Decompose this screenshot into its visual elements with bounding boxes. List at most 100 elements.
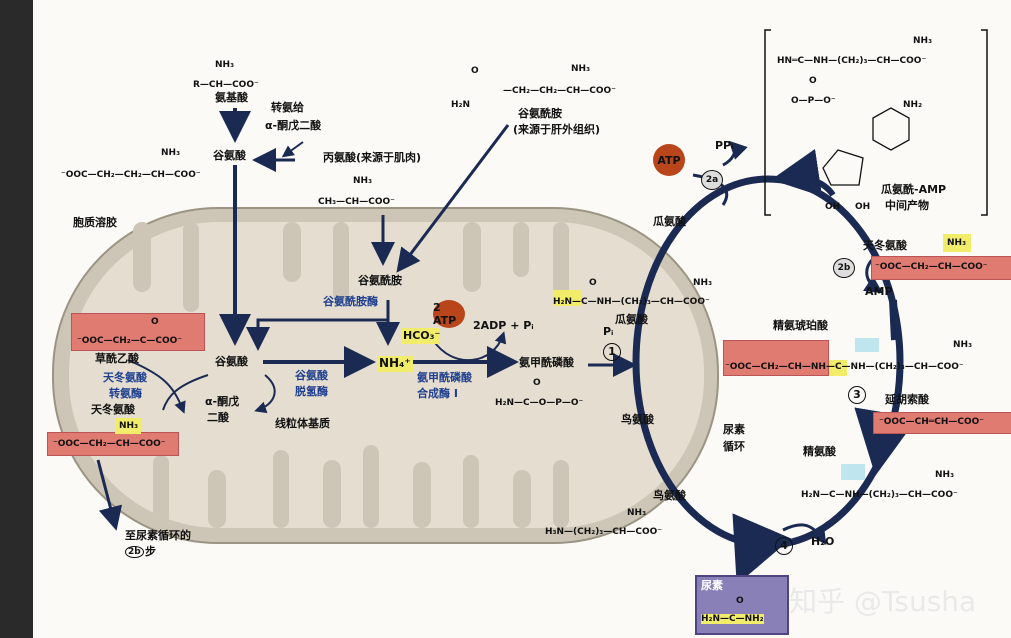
urea-cycle-label-1: 尿素 — [723, 423, 745, 436]
step-2a: 2a — [701, 170, 723, 190]
urea-formula: H₂N—C—NH₂ — [701, 614, 764, 625]
watermark: 知乎 @Tsusha — [789, 585, 977, 618]
glutamate-nh3: NH₃ — [161, 148, 181, 158]
ornithine-formula: H₃N—(CH₂)₃—CH—COO⁻ — [545, 527, 663, 537]
to-step-label-2: 步 — [145, 545, 156, 558]
cit-amp-o: O — [809, 76, 817, 86]
oxaloacetate-formula: ⁻OOC—CH₂—C—COO⁻ — [77, 336, 182, 346]
carbamoyl-highlight — [553, 290, 581, 306]
step-2b: 2b — [833, 258, 855, 278]
urea-cycle-label-2: 循环 — [723, 440, 745, 453]
citrulline-o: O — [589, 278, 597, 288]
cit-amp-formula-2: O—P—O⁻ — [791, 96, 836, 106]
argininosuccinate-label: 精氨琥珀酸 — [773, 319, 828, 332]
glutamine-o: O — [471, 66, 479, 76]
gdh-label-2: 脱氢酶 — [295, 385, 328, 398]
cytosol-label: 胞质溶胶 — [73, 216, 117, 229]
glutaminase-label: 谷氨酰胺酶 — [323, 295, 378, 308]
aspartate-left-label: 天冬氨酸 — [91, 403, 135, 416]
argsucc-nh3: NH₃ — [953, 340, 973, 350]
cit-amp-nh2: NH₂ — [903, 100, 923, 110]
ppi-label: PPᵢ — [715, 139, 734, 152]
amp-label: AMP — [865, 285, 893, 298]
diagram-canvas: 2 ATP ATP 1 2a 2b 3 4 NH₃ R—CH—COO⁻ 氨基酸 … — [33, 0, 1011, 638]
glutamine-nh3: NH₃ — [571, 64, 591, 74]
arginine-nh3: NH₃ — [935, 470, 955, 480]
ammonium-label: NH₄⁺ — [377, 356, 413, 372]
citrulline-nh3: NH₃ — [693, 278, 713, 288]
argsucc-nh2-highlight — [855, 338, 879, 352]
carbamoyl-formula: H₂N—C—O—P—O⁻ — [495, 398, 584, 408]
urea-box — [695, 575, 789, 635]
ast-label-2: 转氨酶 — [109, 387, 142, 400]
cit-amp-sub: 中间产物 — [885, 199, 929, 212]
glutamine-source: (来源于肝外组织) — [513, 123, 601, 136]
step-3: 3 — [848, 386, 866, 404]
hco3-highlight — [401, 328, 439, 344]
glutamine-mid: 谷氨酰胺 — [358, 274, 402, 287]
argsucc-nh-highlight — [829, 360, 847, 376]
carbamoyl-p-label: 氨甲酰磷酸 — [519, 356, 574, 369]
citrulline-formula: H₂N—C—NH—(CH₂)₃—CH—COO⁻ — [553, 297, 710, 307]
atp-circle-top: ATP — [653, 144, 685, 176]
alanine-nh3: NH₃ — [353, 176, 373, 186]
gdh-label-1: 谷氨酸 — [295, 369, 328, 382]
ornithine-mid: 鸟氨酸 — [621, 413, 654, 426]
glutamine-amide: H₂N — [451, 100, 471, 110]
urea-o: O — [736, 596, 744, 606]
oxaloacetate-label: 草酰乙酸 — [95, 352, 139, 365]
aspartate-right-label: 天冬氨酸 — [863, 239, 907, 252]
ornithine-bottom: 鸟氨酸 — [653, 489, 686, 502]
urea-label: 尿素 — [701, 579, 723, 592]
amino-acid-nh3: NH₃ — [215, 60, 235, 70]
aspartate-right-nh3-highlight — [943, 234, 971, 252]
cit-amp-nh3: NH₃ — [913, 36, 933, 46]
cit-amp-oh1: OH — [825, 202, 841, 212]
pathway-graphics — [52, 29, 988, 585]
glutamate-top: 谷氨酸 — [213, 149, 246, 162]
akg-label-2: 二酸 — [207, 411, 229, 424]
glutamate-formula: ⁻OOC—CH₂—CH₂—CH—COO⁻ — [61, 170, 201, 180]
water-label: H₂O — [811, 535, 835, 548]
mitochondrion-matrix — [69, 222, 704, 528]
glutamine-top-label: 谷氨酰胺 — [518, 107, 562, 120]
hco3-label: HCO₃⁻ — [403, 329, 441, 342]
amino-acid-formula: R—CH—COO⁻ — [193, 80, 259, 90]
oxaloacetate-o: O — [151, 317, 159, 327]
citrulline-mid: 瓜氨酸 — [615, 313, 648, 326]
step-1: 1 — [603, 343, 621, 361]
oxaloacetate-box — [71, 313, 205, 351]
ast-label-1: 天冬氨酸 — [103, 371, 147, 384]
fumarate-label: 延胡索酸 — [885, 393, 929, 406]
aspartate-right-formula: ⁻OOC—CH₂—CH—COO⁻ — [875, 262, 988, 272]
cit-amp-oh2: OH — [855, 202, 871, 212]
arginine-label: 精氨酸 — [803, 445, 836, 458]
to-akg-label: α-酮戊二酸 — [265, 119, 322, 132]
pi-label: Pᵢ — [603, 325, 614, 338]
aspartate-left-box — [47, 432, 179, 456]
akg-label-1: α-酮戊 — [205, 395, 240, 408]
glutamine-formula: —CH₂—CH₂—CH—COO⁻ — [503, 86, 616, 96]
matrix-label: 线粒体基质 — [275, 417, 330, 430]
adp-pi-label: 2ADP + Pᵢ — [473, 319, 534, 332]
cit-amp-name: 瓜氨酰-AMP — [881, 183, 947, 196]
aspartate-left-nh3: NH₃ — [119, 421, 139, 431]
ornithine-nh3: NH₃ — [627, 508, 647, 518]
amino-acid-label: 氨基酸 — [215, 91, 248, 104]
fumarate-formula: ⁻OOC—CH═CH—COO⁻ — [879, 417, 985, 427]
alanine-formula: CH₃—CH—COO⁻ — [318, 197, 395, 207]
aspartate-left-nh3-highlight — [115, 418, 141, 434]
to-step-ref: 2b — [125, 546, 144, 559]
argsucc-formula: ⁻OOC—CH₂—CH—NH—C—NH—(CH₂)₃—CH—COO⁻ — [725, 362, 964, 372]
arginine-nh2-highlight — [841, 464, 865, 480]
citrulline-top: 瓜氨酸 — [653, 215, 686, 228]
carbamoyl-o: O — [533, 378, 541, 388]
cit-amp-formula-1: HN═C—NH—(CH₂)₃—CH—COO⁻ — [777, 56, 927, 66]
atp-circle-carbamoyl: 2 ATP — [433, 300, 465, 328]
fumarate-box — [873, 412, 1011, 434]
transamination-label: 转氨给 — [271, 101, 304, 114]
alanine-label: 丙氨酸(来源于肌肉) — [323, 151, 422, 164]
glutamate-mid: 谷氨酸 — [215, 355, 248, 368]
aspartate-left-formula: ⁻OOC—CH₂—CH—COO⁻ — [53, 439, 166, 449]
to-step-label-1: 至尿素循环的 — [125, 529, 191, 542]
